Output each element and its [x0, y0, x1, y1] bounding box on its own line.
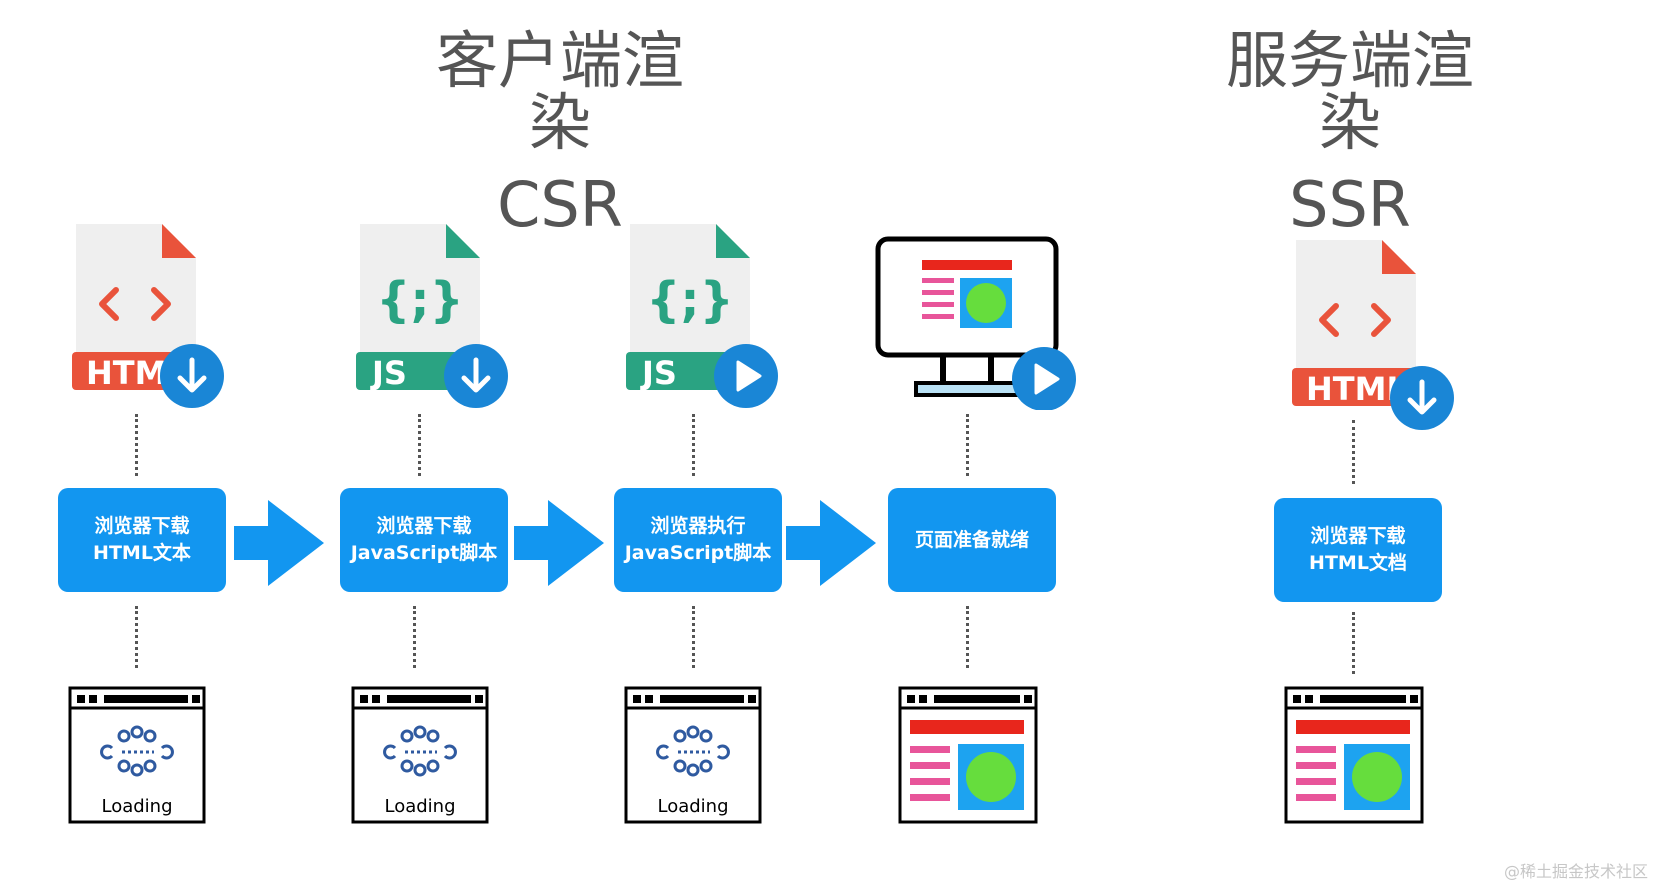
- browser-loading-window: Loading: [68, 686, 206, 824]
- step-label: 浏览器执行 JavaScript脚本: [624, 515, 772, 564]
- loading-spinner-icon: [100, 725, 174, 777]
- step-label: 浏览器下载 HTML文档: [1309, 525, 1407, 574]
- step-label: 浏览器下载 JavaScript脚本: [350, 515, 498, 564]
- step-box-page-ready: 页面准备就绪: [888, 488, 1056, 592]
- step-label: 浏览器下载 HTML文本: [93, 515, 191, 564]
- connector-upper-ssr: [1352, 420, 1355, 484]
- flow-arrow-icon: [514, 500, 604, 586]
- flow-arrow-icon: [234, 500, 324, 586]
- connector-upper-1: [135, 414, 138, 476]
- step-box-download-js: 浏览器下载 JavaScript脚本: [340, 488, 508, 592]
- js-glyph: {;}: [646, 272, 734, 328]
- ssr-step-box-download-html: 浏览器下载 HTML文档: [1274, 498, 1442, 602]
- ssr-html-file-download-icon: HTML: [1292, 240, 1454, 430]
- loading-text: Loading: [384, 796, 455, 817]
- loading-text: Loading: [101, 796, 172, 817]
- browser-rendered-page-window: [898, 686, 1038, 824]
- browser-loading-window: Loading: [624, 686, 762, 824]
- ssr-title-en: SSR: [1289, 168, 1411, 241]
- html-file-download-icon: HTML: [72, 224, 224, 408]
- connector-lower-4: [966, 606, 969, 668]
- csr-title: 客户端渲染 CSR: [410, 30, 710, 236]
- csr-title-en: CSR: [497, 168, 623, 241]
- connector-upper-3: [692, 414, 695, 476]
- connector-lower-3: [692, 606, 695, 668]
- ssr-title: 服务端渲染 SSR: [1200, 30, 1500, 236]
- ssr-title-zh: 服务端渲染: [1225, 24, 1474, 159]
- connector-upper-4: [966, 414, 969, 476]
- csr-title-zh: 客户端渲染: [435, 24, 684, 159]
- loading-text: Loading: [657, 796, 728, 817]
- step-box-execute-js: 浏览器执行 JavaScript脚本: [614, 488, 782, 592]
- html-badge-text: HTML: [1306, 370, 1407, 408]
- connector-upper-2: [418, 414, 421, 476]
- js-glyph: {;}: [376, 272, 464, 328]
- loading-spinner-icon: [656, 725, 730, 777]
- step-label: 页面准备就绪: [914, 528, 1029, 551]
- loading-spinner-icon: [383, 725, 457, 777]
- js-file-download-icon: {;} JS: [356, 224, 508, 408]
- js-badge-text: JS: [640, 354, 677, 392]
- connector-lower-ssr: [1352, 612, 1355, 674]
- js-badge-text: JS: [370, 354, 407, 392]
- monitor-ready-icon: [875, 236, 1076, 410]
- browser-loading-window: Loading: [351, 686, 489, 824]
- watermark: @稀土掘金技术社区: [1503, 862, 1648, 881]
- step-box-download-html: 浏览器下载 HTML文本: [58, 488, 226, 592]
- connector-lower-1: [135, 606, 138, 668]
- js-file-execute-icon: {;} JS: [626, 224, 778, 408]
- ssr-browser-rendered-page-window: [1284, 686, 1424, 824]
- flow-arrow-icon: [786, 500, 876, 586]
- connector-lower-2: [413, 606, 416, 668]
